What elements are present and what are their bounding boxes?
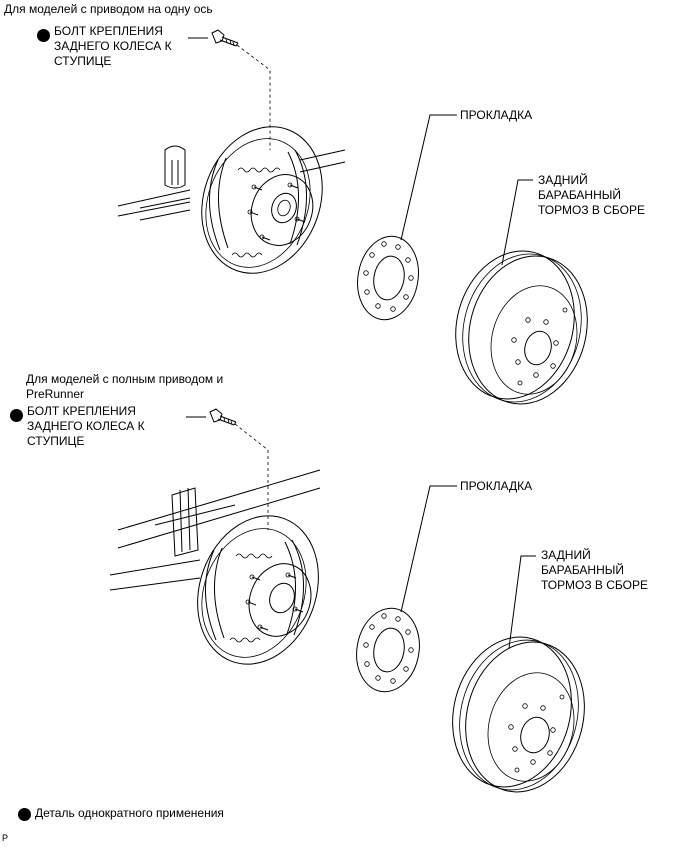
- legend-text: Деталь однократного применения: [35, 806, 224, 820]
- section1-heading: Для моделей с приводом на одну ось: [4, 2, 213, 16]
- gasket-label-1: ПРОКЛАДКА: [460, 108, 533, 122]
- drum-label-1: ЗАДНИЙ БАРАБАННЫЙ ТОРМОЗ В СБОРЕ: [538, 173, 645, 217]
- brake-drum-2: [452, 636, 585, 793]
- gasket-2: [356, 607, 420, 693]
- axle-hub-assembly-2: [109, 469, 321, 665]
- drum-label-2: ЗАДНИЙ БАРАБАННЫЙ ТОРМОЗ В СБОРЕ: [541, 548, 648, 592]
- figure-code: P: [2, 833, 9, 843]
- axle-hub-assembly-1: [117, 126, 346, 274]
- bolt-label-2: БОЛТ КРЕПЛЕНИЯ ЗАДНЕГО КОЛЕСА К СТУПИЦЕ: [27, 404, 145, 448]
- bolt-2: [209, 408, 237, 426]
- brake-drum-1: [455, 250, 588, 405]
- gasket-1: [357, 235, 419, 321]
- legend-bullet-icon: [18, 808, 31, 821]
- single-use-bullet-icon: [10, 409, 23, 422]
- bolt-1: [211, 29, 239, 47]
- single-use-bullet-icon: [37, 29, 50, 42]
- bolt-label-1: БОЛТ КРЕПЛЕНИЯ ЗАДНЕГО КОЛЕСА К СТУПИЦЕ: [54, 24, 172, 68]
- section2-heading: Для моделей с полным приводом и PreRunne…: [26, 372, 224, 401]
- gasket-label-2: ПРОКЛАДКА: [460, 479, 533, 493]
